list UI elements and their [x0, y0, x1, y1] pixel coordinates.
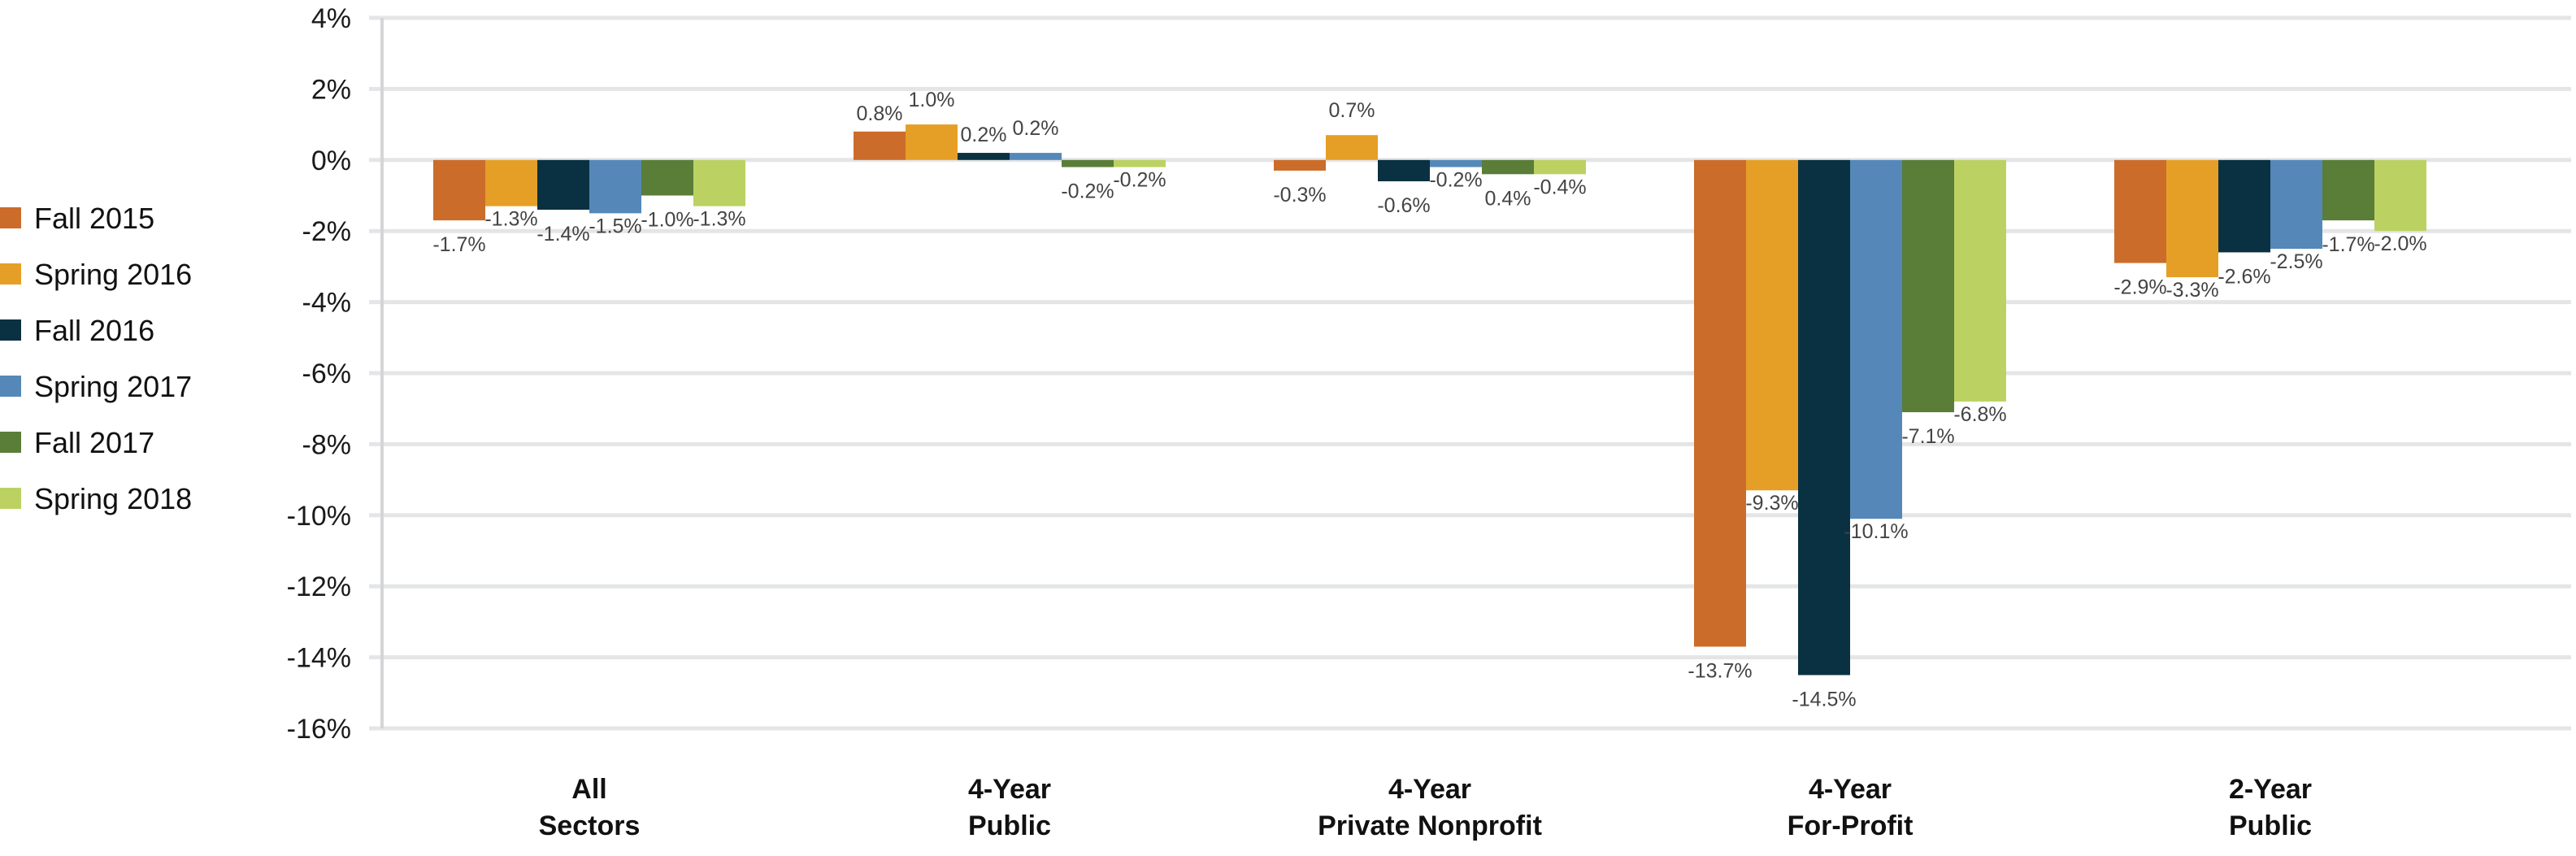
legend-swatch: [0, 488, 21, 509]
bar-fall-2017: [2322, 159, 2374, 221]
data-label: -1.0%: [641, 209, 693, 232]
bar-spring-2018: [693, 159, 745, 206]
bar-spring-2017: [1430, 159, 1482, 167]
data-label: -0.3%: [1273, 184, 1326, 206]
data-label: 0.8%: [857, 102, 903, 125]
data-label: -14.5%: [1792, 688, 1856, 710]
y-tick-label: -6%: [302, 358, 351, 389]
data-label: -0.6%: [1377, 194, 1430, 217]
category-label: For-Profit: [1788, 810, 1914, 841]
legend-label: Spring 2018: [34, 482, 192, 515]
data-label: -0.4%: [1533, 176, 1586, 198]
bar-fall-2016: [1378, 159, 1430, 182]
category-label: 4-Year: [968, 774, 1051, 805]
data-label: -2.6%: [2218, 265, 2270, 288]
bar-fall-2015: [1274, 159, 1326, 171]
data-label: -1.3%: [693, 208, 745, 231]
y-tick-label: 4%: [311, 3, 351, 34]
category-label: 4-Year: [1809, 774, 1892, 805]
bar-spring-2016: [2166, 159, 2218, 278]
data-label: 1.0%: [909, 89, 955, 111]
y-tick-label: 0%: [311, 146, 351, 176]
category-label: Sectors: [539, 810, 641, 841]
bar-spring-2017: [1850, 159, 1902, 519]
bar-fall-2015: [2114, 159, 2166, 263]
bar-fall-2017: [641, 159, 693, 196]
data-labels: -1.7%-1.3%-1.4%-1.5%-1.0%-1.3%0.8%1.0%0.…: [432, 89, 2426, 710]
y-tick-label: -16%: [287, 714, 351, 745]
data-label: -2.9%: [2113, 276, 2166, 299]
bar-fall-2017: [1482, 159, 1534, 175]
bars: [433, 124, 2426, 676]
bar-spring-2017: [2270, 159, 2322, 250]
y-tick-label: -2%: [302, 216, 351, 247]
gridlines: [369, 15, 2571, 731]
y-tick-label: -8%: [302, 429, 351, 460]
data-label: -2.5%: [2270, 250, 2322, 273]
y-tick-label: -14%: [287, 643, 351, 674]
legend-swatch: [0, 319, 21, 341]
bar-fall-2017: [1902, 159, 1954, 413]
y-tick-label: -12%: [287, 571, 351, 602]
bar-fall-2015: [433, 159, 485, 221]
bar-fall-2017: [1062, 159, 1114, 167]
category-label: Public: [968, 810, 1051, 841]
data-label: -1.5%: [589, 215, 641, 237]
data-label: -7.1%: [1901, 425, 1954, 448]
bar-spring-2017: [1010, 153, 1062, 160]
bar-spring-2016: [1326, 135, 1378, 160]
bar-spring-2016: [1746, 159, 1798, 491]
bar-fall-2015: [1694, 159, 1746, 647]
bar-spring-2017: [589, 159, 641, 214]
data-label: -0.2%: [1429, 169, 1482, 192]
category-label: All: [571, 774, 606, 805]
bar-fall-2016: [2218, 159, 2270, 253]
data-label: -6.8%: [1953, 403, 2006, 426]
category-label: Private Nonprofit: [1318, 810, 1542, 841]
legend-swatch: [0, 376, 21, 397]
category-label: Public: [2229, 810, 2312, 841]
data-label: -13.7%: [1688, 659, 1752, 682]
y-axis-ticks: 4% 2% 0% -2% -4% -6% -8% -10% -12% -14% -16%: [287, 3, 351, 745]
y-tick-label: -4%: [302, 288, 351, 319]
bar-fall-2015: [854, 131, 906, 160]
bar-spring-2018: [1114, 159, 1166, 167]
category-label: 4-Year: [1388, 774, 1471, 805]
data-label: 0.4%: [1485, 187, 1531, 210]
data-label: 0.7%: [1329, 99, 1375, 122]
data-label: -2.0%: [2374, 232, 2426, 255]
data-label: -9.3%: [1745, 492, 1798, 515]
bar-spring-2018: [2374, 159, 2426, 232]
data-label: -3.3%: [2165, 279, 2218, 302]
data-label: -1.7%: [2322, 233, 2374, 256]
bar-spring-2018: [1954, 159, 2006, 402]
category-label: 2-Year: [2229, 774, 2312, 805]
data-label: -0.2%: [1061, 180, 1114, 203]
legend-swatch: [0, 263, 21, 285]
data-label: -1.7%: [432, 233, 485, 256]
legend-label: Fall 2015: [34, 202, 154, 235]
data-label: -0.2%: [1113, 169, 1166, 192]
data-label: 0.2%: [1013, 117, 1059, 140]
bar-fall-2016: [1798, 159, 1850, 676]
data-label: -10.1%: [1844, 520, 1908, 543]
legend-swatch: [0, 432, 21, 453]
legend-label: Fall 2017: [34, 426, 154, 459]
y-tick-label: -10%: [287, 501, 351, 532]
bar-fall-2016: [958, 153, 1010, 160]
data-label: -1.4%: [536, 223, 589, 246]
legend-label: Spring 2016: [34, 258, 192, 291]
data-label: -1.3%: [484, 208, 537, 231]
bar-spring-2016: [906, 124, 958, 160]
legend-swatch: [0, 207, 21, 228]
bar-fall-2016: [537, 159, 589, 210]
bar-spring-2016: [485, 159, 537, 206]
bar-spring-2018: [1534, 159, 1586, 175]
legend-label: Fall 2016: [34, 314, 154, 347]
y-tick-label: 2%: [311, 74, 351, 105]
legend-label: Spring 2017: [34, 370, 192, 403]
data-label: 0.2%: [961, 124, 1007, 146]
